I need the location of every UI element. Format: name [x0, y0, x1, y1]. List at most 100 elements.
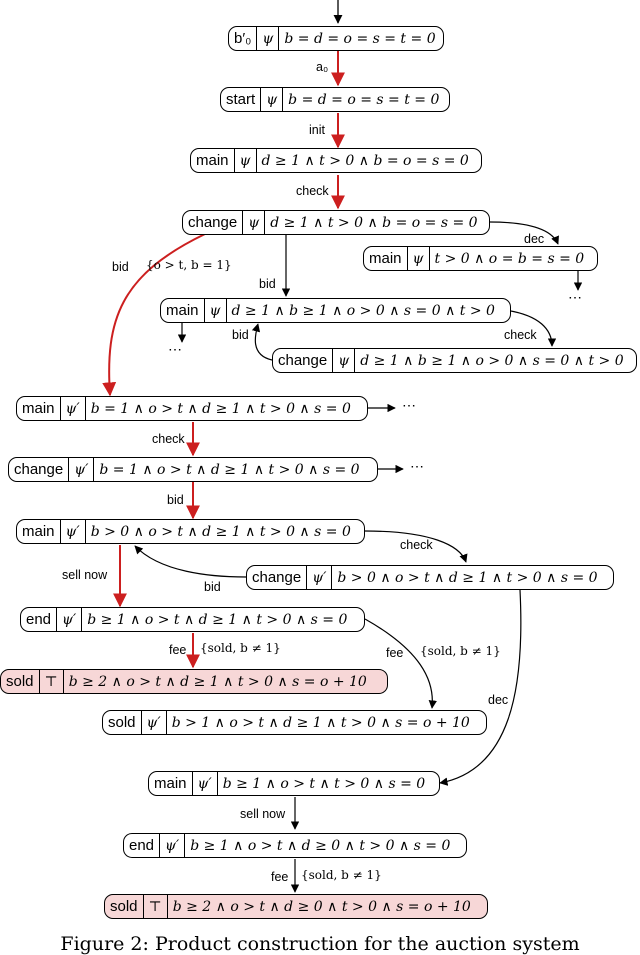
node-state: start [226, 91, 256, 108]
node-state: end [129, 837, 155, 854]
edge-label-bid: bid [232, 328, 249, 342]
node-label: ψ′ [191, 772, 217, 795]
node-main: main ψ d ≥ 1 ∧ t > 0 ∧ b = o = s = 0 [190, 148, 482, 173]
node-state: end [26, 611, 52, 628]
edge-guard: {sold, b ≠ 1} [420, 644, 501, 658]
edge-label-check: check [152, 432, 185, 446]
node-label: ψ [233, 149, 256, 172]
edge-check3 [504, 309, 557, 347]
node-formula: d ≥ 1 ∧ b ≥ 1 ∧ o > 0 ∧ s = 0 ∧ t > 0 [354, 349, 636, 372]
node-formula: b ≥ 1 ∧ o > t ∧ d ≥ 0 ∧ t > 0 ∧ s = 0 [184, 834, 466, 857]
node-label: ψ′ [140, 711, 166, 734]
node-state: change [14, 461, 64, 478]
edge-label-check: check [296, 184, 329, 198]
edge-bid5 [134, 545, 247, 578]
ellipsis: ⋯ [410, 459, 424, 475]
edge-label-bid: bid [259, 277, 276, 291]
node-state: sold [108, 714, 136, 731]
edge-label-check: check [400, 538, 433, 552]
node-formula: b ≥ 1 ∧ o > t ∧ t > 0 ∧ s = 0 [216, 772, 439, 795]
node-main: main ψ′ b ≥ 1 ∧ o > t ∧ t > 0 ∧ s = 0 [148, 771, 440, 796]
node-formula: b = 1 ∧ o > t ∧ d ≥ 1 ∧ t > 0 ∧ s = 0 [84, 397, 367, 420]
node-formula: b = 1 ∧ o > t ∧ d ≥ 1 ∧ t > 0 ∧ s = 0 [93, 458, 377, 481]
node-start: start ψ b = d = o = s = t = 0 [220, 87, 450, 112]
node-sold-final: sold ⊤ b ≥ 2 ∧ o > t ∧ d ≥ 0 ∧ t > 0 ∧ s… [104, 894, 488, 919]
edge-bid1 [102, 233, 206, 397]
node-end: end ψ′ b ≥ 1 ∧ o > t ∧ d ≥ 1 ∧ t > 0 ∧ s… [20, 607, 365, 632]
edge-label-fee: fee [169, 643, 187, 657]
edge-label-bid: bid [167, 493, 184, 507]
edge-bid4 [251, 323, 273, 361]
node-main: main ψ′ b = 1 ∧ o > t ∧ d ≥ 1 ∧ t > 0 ∧ … [16, 396, 368, 421]
node-main: main ψ d ≥ 1 ∧ b ≥ 1 ∧ o > 0 ∧ s = 0 ∧ t… [160, 298, 511, 323]
node-label: ψ [332, 349, 354, 372]
node-label: ψ′ [59, 520, 85, 543]
edge-label-sell-now: sell now [240, 807, 286, 821]
node-label: ψ [242, 211, 264, 234]
edge-dec1 [489, 221, 559, 245]
node-formula: b > 1 ∧ o > t ∧ d ≥ 1 ∧ t > 0 ∧ s = o + … [165, 711, 486, 734]
edge-dec2 [439, 589, 522, 786]
ellipsis: ⋯ [402, 398, 416, 414]
node-change: change ψ d ≥ 1 ∧ b ≥ 1 ∧ o > 0 ∧ s = 0 ∧… [272, 348, 637, 373]
node-state: sold [110, 898, 138, 915]
node-state: main [196, 152, 229, 169]
edge-label-sell-now: sell now [62, 568, 108, 582]
node-change: change ψ d ≥ 1 ∧ t > 0 ∧ b = o = s = 0 [182, 210, 490, 235]
edge-label-fee: fee [386, 646, 404, 660]
node-state: change [252, 569, 302, 586]
node-formula: b ≥ 2 ∧ o > t ∧ d ≥ 0 ∧ t > 0 ∧ s = o + … [166, 895, 487, 918]
figure-caption: Figure 2: Product construction for the a… [60, 933, 580, 955]
node-sold-final: sold ⊤ b ≥ 2 ∧ o > t ∧ d ≥ 1 ∧ t > 0 ∧ s… [0, 669, 388, 694]
node-sold: sold ψ′ b > 1 ∧ o > t ∧ d ≥ 1 ∧ t > 0 ∧ … [102, 710, 487, 735]
node-state: main [154, 775, 187, 792]
node-end: end ψ′ b ≥ 1 ∧ o > t ∧ d ≥ 0 ∧ t > 0 ∧ s… [123, 833, 467, 858]
edge-label-check: check [504, 328, 537, 342]
node-label: ψ [256, 27, 278, 50]
edge-label-fee: fee [271, 870, 289, 884]
node-label: ψ′ [68, 458, 93, 481]
edge-label-bid: bid [204, 580, 221, 594]
node-state: main [369, 250, 402, 267]
edge-guard: {sold, b ≠ 1} [200, 641, 281, 655]
node-formula: b > 0 ∧ o > t ∧ d ≥ 1 ∧ t > 0 ∧ s = 0 [84, 520, 364, 543]
edge-label-dec: dec [524, 232, 545, 246]
node-state: main [166, 302, 199, 319]
node-formula: b ≥ 2 ∧ o > t ∧ d ≥ 1 ∧ t > 0 ∧ s = o + … [62, 670, 387, 693]
node-main: main ψ′ b > 0 ∧ o > t ∧ d ≥ 1 ∧ t > 0 ∧ … [16, 519, 365, 544]
ellipsis: ⋯ [168, 342, 182, 358]
node-label: ψ′ [56, 608, 81, 631]
node-change: change ψ′ b = 1 ∧ o > t ∧ d ≥ 1 ∧ t > 0 … [8, 457, 378, 482]
node-state: main [22, 400, 55, 417]
node-formula: b = d = o = s = t = 0 [278, 27, 443, 50]
node-label: ψ′ [159, 834, 184, 857]
node-formula: b ≥ 1 ∧ o > t ∧ d ≥ 1 ∧ t > 0 ∧ s = 0 [81, 608, 364, 631]
edge-fee2 [364, 618, 437, 709]
node-label: ψ [260, 88, 282, 111]
node-formula: d ≥ 1 ∧ t > 0 ∧ b = o = s = 0 [264, 211, 489, 234]
edge-guard: {sold, b ≠ 1} [301, 868, 382, 882]
node-change: change ψ′ b > 0 ∧ o > t ∧ d ≥ 1 ∧ t > 0 … [246, 565, 614, 590]
node-main: main ψ t > 0 ∧ o = b = s = 0 [363, 246, 598, 271]
edge-label-dec: dec [488, 693, 509, 707]
node-state: change [278, 352, 328, 369]
edge-guard: {o > t, b = 1} [146, 258, 232, 272]
edge-label-a0: a₀ [316, 60, 329, 74]
ellipsis: ⋯ [568, 290, 582, 306]
node-label: ⊤ [38, 670, 63, 693]
node-state: change [188, 214, 238, 231]
node-formula: d ≥ 1 ∧ b ≥ 1 ∧ o > 0 ∧ s = 0 ∧ t > 0 [225, 299, 511, 322]
node-initial: b′₀ ψ b = d = o = s = t = 0 [228, 26, 444, 51]
node-state: sold [6, 673, 34, 690]
node-formula: t > 0 ∧ o = b = s = 0 [428, 247, 598, 270]
node-label: ψ′ [59, 397, 85, 420]
node-state: b′₀ [234, 30, 252, 47]
node-state: main [22, 523, 55, 540]
edge-check4 [364, 530, 468, 563]
node-label: ψ′ [306, 566, 331, 589]
node-label: ψ [203, 299, 226, 322]
node-formula: d ≥ 1 ∧ t > 0 ∧ b = o = s = 0 [255, 149, 482, 172]
node-formula: b = d = o = s = t = 0 [282, 88, 449, 111]
node-label: ψ [406, 247, 429, 270]
